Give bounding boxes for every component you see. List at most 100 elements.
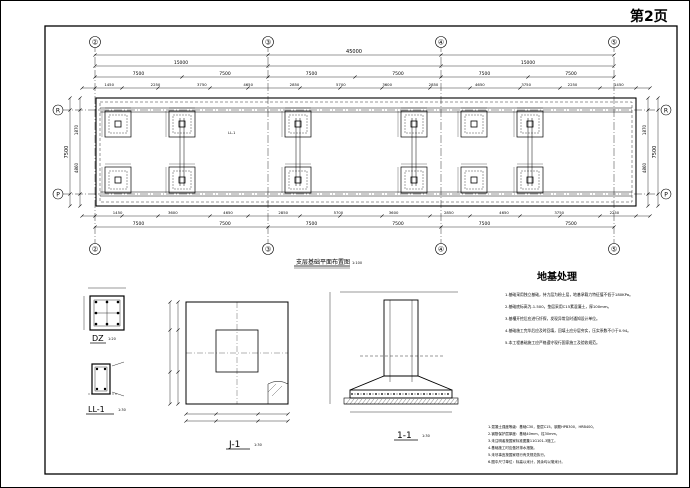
depth-part-label-2: 4860 (74, 162, 79, 173)
general-note-item: 5.未尽事宜按国家现行有关规范执行。 (488, 452, 547, 457)
plan-beam-label: LL-1 (228, 131, 235, 135)
general-note-item: 2.钢筋保护层厚度：基础40mm，柱30mm。 (488, 431, 559, 436)
axis-bubble-row (660, 104, 672, 116)
footing-pad (513, 163, 544, 194)
segment-label-bottom: 3600 (389, 210, 399, 215)
dimension-ticks (68, 53, 660, 229)
section-1-1 (329, 291, 459, 413)
segment-label-top: 3750 (521, 82, 531, 87)
depth-part-label-right-1: 1870 (642, 124, 647, 135)
axis-bubble-top (89, 36, 101, 48)
dz-detail (83, 287, 126, 331)
axis-bubble-bottom (608, 243, 620, 255)
plan-scale: 1:100 (352, 261, 362, 265)
bay-label-top: 7500 (133, 71, 145, 77)
plan-inner-dashed (99, 101, 633, 203)
dz-label: DZ (92, 334, 104, 343)
j1-scale: 1:30 (254, 443, 262, 447)
notes-title: 地基处理 (537, 270, 577, 283)
axis-bubble-row (52, 104, 64, 116)
segment-labels-bottom: 1450 3600 4650 2850 5700 3600 2850 4650 3750 2250 (113, 210, 620, 215)
bay-label-bottom: 7500 (392, 221, 404, 227)
bay-label-top: 7500 (219, 71, 231, 77)
bay-label-top: 7500 (565, 71, 577, 77)
j1-label: J-1 (228, 440, 240, 450)
depth-total-label: 7500 (64, 146, 70, 159)
segment-label-bottom: 2850 (278, 210, 288, 215)
ll1-scale: 1:30 (118, 408, 126, 412)
segment-label-bottom: 3750 (554, 210, 564, 215)
segment-label-top: 4650 (243, 82, 253, 87)
segment-label-bottom: 4650 (223, 210, 233, 215)
footing-pad (165, 107, 196, 138)
footing-pad (457, 107, 488, 138)
general-note-item: 3.未注明者按国家标准图集11G101-3施工。 (488, 438, 558, 443)
footing-pad (101, 107, 132, 138)
ll1-detail (88, 361, 125, 397)
segment-label-bottom: 1450 (113, 210, 123, 215)
axis-label-top: ④ (438, 39, 444, 47)
axis-bubble-bottom (262, 243, 274, 255)
j1-detail (169, 301, 289, 422)
depth-part-label-right-2: 4860 (642, 162, 647, 173)
depth-part-label-1: 1870 (74, 124, 79, 135)
footing-pad (397, 107, 428, 138)
section-label: 1-1 (397, 431, 412, 441)
segment-label-bottom: 3600 (168, 210, 178, 215)
bay-label-bottom: 7500 (565, 221, 577, 227)
axis-bubble-top (608, 36, 620, 48)
segment-label-top: 3750 (197, 82, 207, 87)
foundation-plan (62, 44, 660, 245)
segment-label-bottom: 2250 (610, 210, 620, 215)
note-item: 1.基础采用独立基础，持力层为粉土层，地基承载力特征值不低于180KPa。 (505, 292, 633, 297)
axis-lines (62, 44, 660, 245)
section-scale: 1:30 (422, 434, 430, 438)
note-item: 3.基槽开挖后应进行钎探，发现异常及时通知设计单位。 (505, 316, 600, 321)
plan-title: 支层基础平面布置图 (296, 258, 350, 266)
axis-label-top: ⑤ (611, 39, 617, 47)
general-notes-list: 1.混凝土强度等级：基础C30，垫层C15。钢筋HPB300，HRB400。 2.… (488, 424, 596, 464)
segment-label-top: 4650 (475, 82, 485, 87)
segment-label-top: 2250 (151, 82, 161, 87)
j1-dimension-ticks (168, 300, 290, 423)
plan-outline (95, 97, 637, 207)
overall-width-label: 45000 (346, 49, 362, 55)
segment-label-top: 5700 (336, 82, 346, 87)
axis-label-top: ③ (265, 39, 271, 47)
depth-total-label-right: 7500 (652, 146, 658, 159)
axis-bubble-top (262, 36, 274, 48)
axis-label-row: R (56, 108, 60, 115)
axis-label-row: R (664, 108, 668, 115)
general-note-item: 4.基础施工时应做好排水措施。 (488, 445, 537, 450)
segment-label-bottom: 2850 (444, 210, 454, 215)
segment-label-bottom: 4650 (499, 210, 509, 215)
segment-label-top: 2250 (568, 82, 578, 87)
segment-label-top: 2850 (429, 82, 439, 87)
general-note-item: 6.图中尺寸单位：标高以米计，其余均以毫米计。 (488, 459, 565, 464)
footing-pad (397, 163, 428, 194)
footing-pad (165, 163, 196, 194)
ll1-label: LL-1 (88, 405, 105, 414)
dimension-lines (69, 54, 659, 228)
footing-pad (101, 163, 132, 194)
footing-pad (281, 107, 312, 138)
axis-bubble-top (435, 36, 447, 48)
axis-label-bottom: ④ (438, 246, 444, 254)
footing-pad (513, 107, 544, 138)
general-note-item: 1.混凝土强度等级：基础C30，垫层C15。钢筋HPB300，HRB400。 (488, 424, 596, 429)
footing-pad (457, 163, 488, 194)
half-width-label: 15000 (174, 60, 188, 66)
bay-label-top: 7500 (306, 71, 318, 77)
axis-bubble-row (660, 188, 672, 200)
inner-border (44, 25, 678, 475)
segment-label-bottom: 5700 (334, 210, 344, 215)
bay-label-bottom: 7500 (306, 221, 318, 227)
axis-label-row: P (56, 192, 60, 199)
bay-label-bottom: 7500 (133, 221, 145, 227)
